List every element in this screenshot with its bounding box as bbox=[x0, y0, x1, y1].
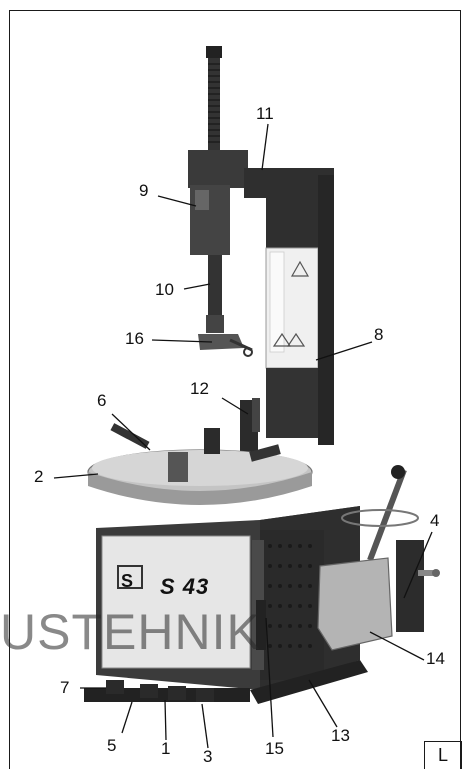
mount-head bbox=[198, 334, 253, 357]
brand-mark: S bbox=[121, 571, 134, 591]
machine-label: S 43 bbox=[160, 574, 210, 599]
callout-1: 1 bbox=[161, 739, 171, 758]
callout-8: 8 bbox=[374, 325, 384, 344]
foot-pedals bbox=[106, 680, 214, 702]
figure-frame bbox=[9, 10, 461, 769]
watermark-text: USTEHNIK bbox=[0, 604, 261, 660]
callout-13: 13 bbox=[331, 726, 350, 745]
callout-4: 4 bbox=[430, 511, 440, 530]
callout-10: 10 bbox=[155, 280, 174, 299]
callout-9: 9 bbox=[139, 181, 149, 200]
main-column bbox=[265, 175, 334, 445]
callout-5: 5 bbox=[107, 736, 117, 755]
tool-shaft bbox=[206, 255, 224, 333]
bead-breaker-blade bbox=[317, 557, 393, 651]
turntable bbox=[87, 423, 313, 505]
callout-3: 3 bbox=[203, 747, 213, 766]
valve-assembly bbox=[240, 398, 260, 460]
callout-7: 7 bbox=[60, 678, 70, 697]
callout-12: 12 bbox=[190, 379, 209, 398]
leader-lines bbox=[53, 123, 433, 749]
callout-2: 2 bbox=[34, 467, 44, 486]
callout-14: 14 bbox=[426, 649, 445, 668]
bead-breaker-arm bbox=[341, 465, 440, 632]
callout-16: 16 bbox=[125, 329, 144, 348]
vertical-shaft bbox=[206, 46, 222, 150]
brand-logo bbox=[117, 565, 143, 589]
callout-15: 15 bbox=[265, 739, 284, 758]
corner-label: L bbox=[424, 741, 462, 769]
callout-11: 11 bbox=[256, 104, 274, 123]
callout-6: 6 bbox=[97, 391, 107, 410]
